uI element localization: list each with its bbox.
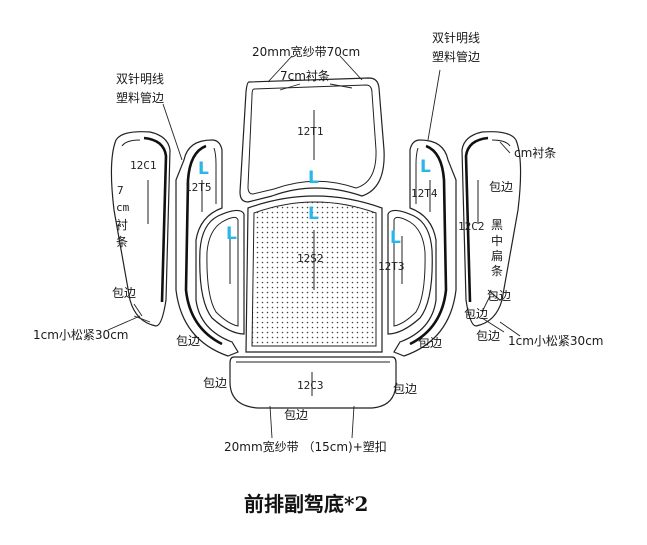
label-liner-left-3: 衬 bbox=[116, 218, 128, 232]
label-binding-c3-left: 包边 bbox=[203, 376, 227, 390]
code-12t3: 12T3 bbox=[378, 260, 405, 273]
label-elastic-left: 1cm小松紧30cm bbox=[33, 328, 128, 342]
label-binding-c2-top: 包边 bbox=[489, 180, 513, 194]
label-binding-t4: 包边 bbox=[418, 336, 442, 350]
piece-12t4 bbox=[393, 139, 457, 357]
leader-lines bbox=[107, 55, 521, 439]
label-liner-left-2: cm bbox=[116, 201, 130, 214]
label-left-topstitch-2: 塑料管边 bbox=[116, 90, 164, 105]
l-mark-t5: L bbox=[198, 159, 209, 179]
code-12t1: 12T1 bbox=[297, 125, 324, 138]
piece-12c3 bbox=[229, 356, 397, 409]
code-12t4: 12T4 bbox=[411, 187, 438, 200]
label-binding-c2-mid: 包边 bbox=[487, 289, 511, 303]
label-black-strip-1: 黑 bbox=[491, 218, 503, 232]
label-top-gauze: 20mm宽纱带70cm bbox=[252, 44, 360, 59]
code-12s2: 12S2 bbox=[297, 252, 324, 265]
label-liner-left-4: 条 bbox=[116, 235, 128, 249]
l-mark-s2: L bbox=[308, 204, 319, 224]
label-right-topstitch-1: 双针明线 bbox=[432, 30, 480, 45]
label-left-topstitch-1: 双针明线 bbox=[116, 71, 164, 86]
code-12c3: 12C3 bbox=[297, 379, 324, 392]
label-right-topstitch-2: 塑料管边 bbox=[432, 49, 480, 64]
label-black-strip-4: 条 bbox=[491, 264, 503, 278]
label-liner-right: cm衬条 bbox=[514, 146, 556, 160]
label-binding-c2-bottom: 包边 bbox=[476, 329, 500, 343]
l-mark-t4: L bbox=[420, 157, 431, 177]
code-12t5: 12T5 bbox=[185, 181, 212, 194]
label-binding-c1: 包边 bbox=[112, 286, 136, 300]
piece-12t1 bbox=[239, 77, 385, 203]
label-binding-c3-right: 包边 bbox=[393, 382, 417, 396]
label-top-liner: 7cm衬条 bbox=[280, 69, 330, 83]
piece-12s2 bbox=[245, 195, 383, 353]
piece-12t3 bbox=[387, 209, 433, 335]
piece-12c1 bbox=[110, 131, 171, 327]
diagram-title: 前排副驾底*2 bbox=[244, 492, 368, 516]
label-elastic-right: 1cm小松紧30cm bbox=[508, 334, 603, 348]
label-black-strip-2: 中 bbox=[491, 233, 503, 248]
l-mark-t3: L bbox=[390, 228, 401, 248]
l-mark-left-inner: L bbox=[226, 224, 237, 244]
label-binding-t5: 包边 bbox=[176, 334, 200, 348]
l-mark-t1: L bbox=[308, 168, 319, 188]
piece-left-inner bbox=[199, 209, 245, 335]
label-black-strip-3: 扁 bbox=[491, 249, 503, 263]
code-12c2: 12C2 bbox=[458, 220, 485, 233]
code-12c1: 12C1 bbox=[130, 159, 157, 172]
label-binding-c2-low: 包边 bbox=[464, 307, 488, 321]
piece-12c2 bbox=[461, 131, 522, 327]
piece-12t5 bbox=[175, 139, 239, 357]
label-bottom-gauze: 20mm宽纱带 （15cm)+塑扣 bbox=[224, 439, 387, 454]
label-binding-c3-bottom: 包边 bbox=[284, 408, 308, 422]
label-liner-left-1: 7 bbox=[117, 184, 124, 197]
